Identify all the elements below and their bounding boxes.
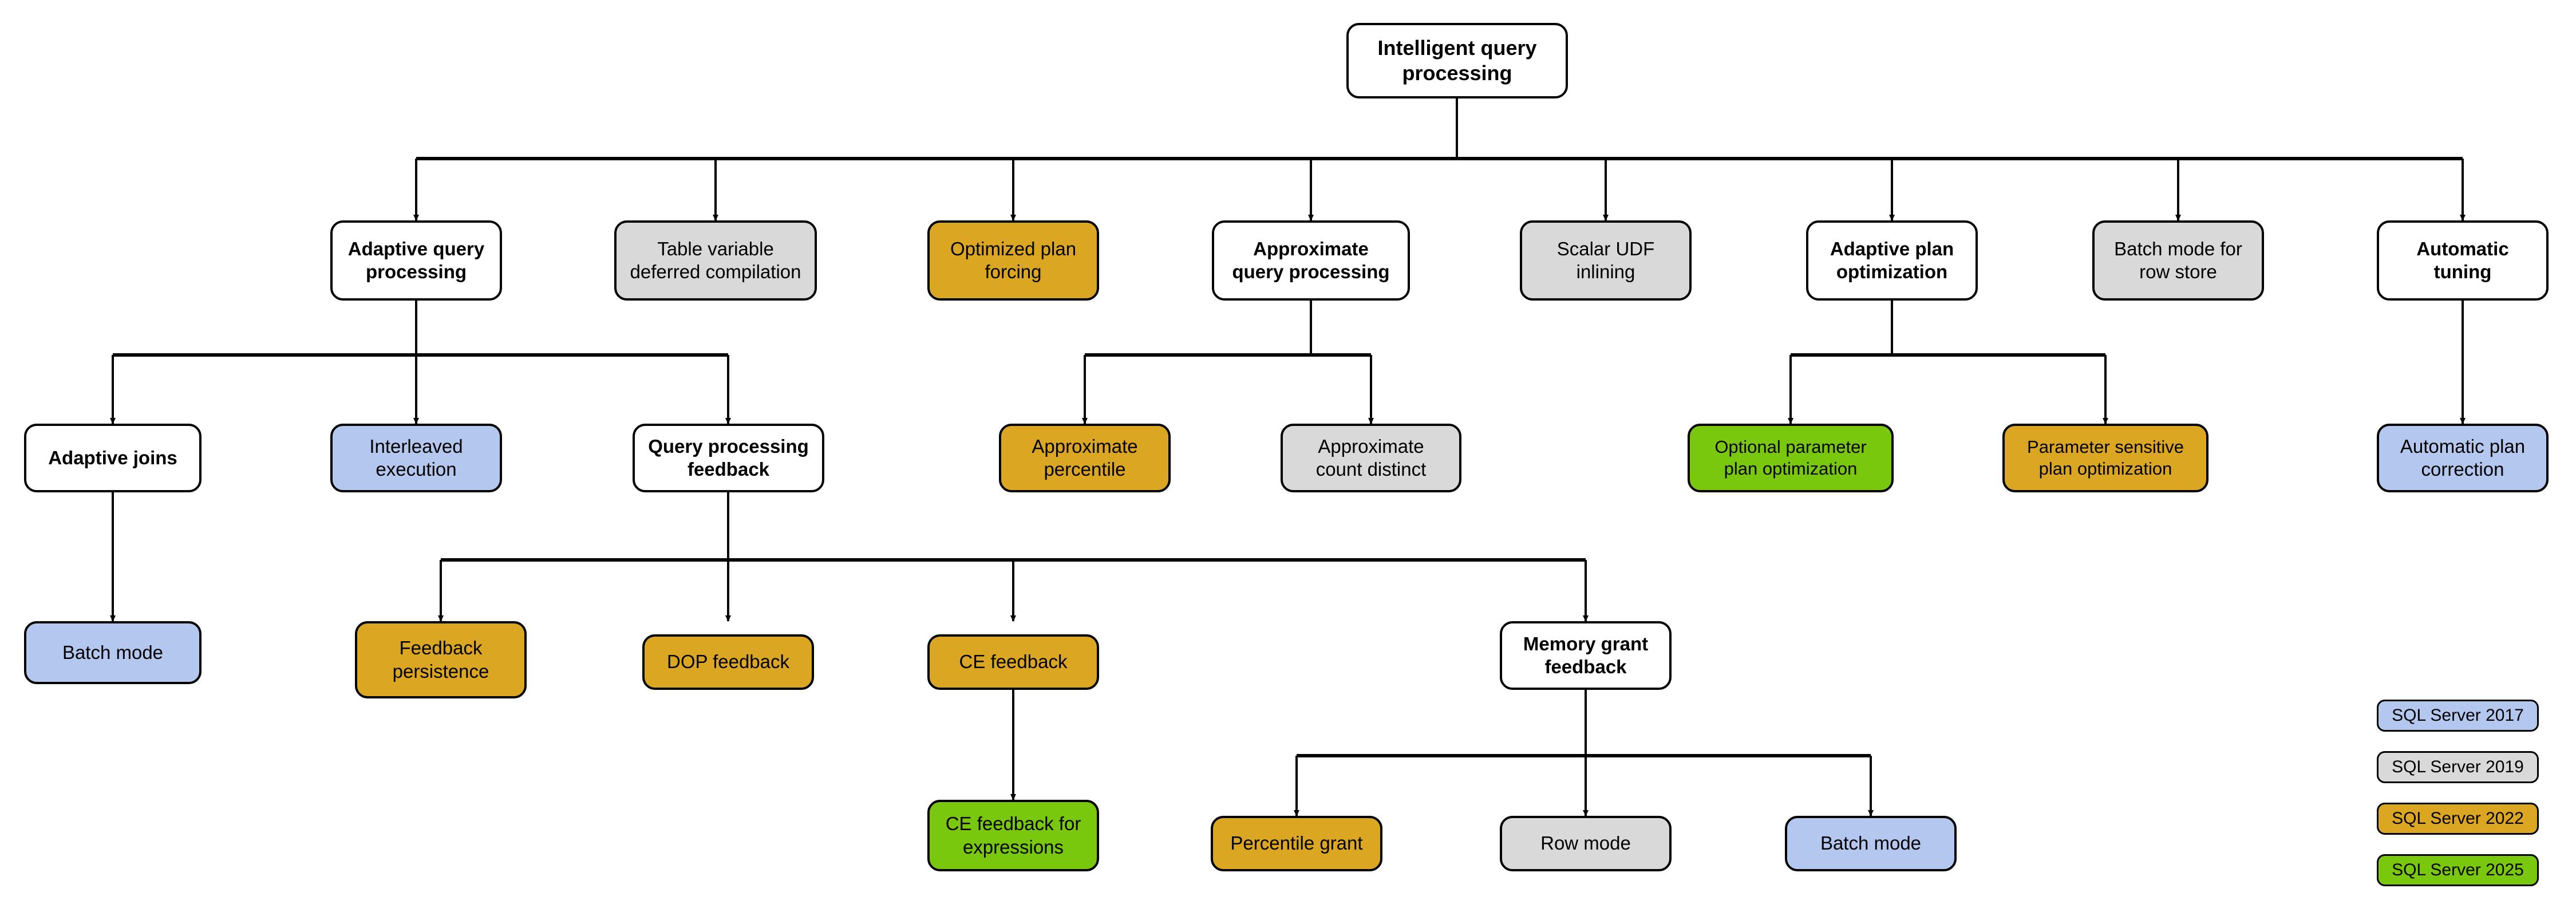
node-percentile-grant[interactable]: Percentile grant — [1211, 816, 1382, 871]
node-dop-feedback[interactable]: DOP feedback — [642, 634, 814, 690]
legend-item-sql-server-2022[interactable]: SQL Server 2022 — [2377, 803, 2539, 835]
node-label: CE feedback — [959, 651, 1068, 673]
node-label: DOP feedback — [666, 651, 790, 673]
node-label: Optional parameter plan optimization — [1714, 437, 1867, 479]
node-label: Parameter sensitive plan optimization — [2027, 437, 2184, 479]
node-batch-mode-for-row-store[interactable]: Batch mode for row store — [2092, 220, 2264, 301]
legend-item-sql-server-2019[interactable]: SQL Server 2019 — [2377, 751, 2539, 783]
node-label: Percentile grant — [1230, 832, 1363, 854]
node-memory-grant-feedback[interactable]: Memory grant feedback — [1500, 621, 1672, 690]
legend-label: SQL Server 2019 — [2392, 757, 2524, 776]
node-label: Approximate count distinct — [1315, 435, 1427, 480]
node-label: Automatic tuning — [2416, 238, 2509, 282]
node-approximate-query-processing[interactable]: Approximate query processing — [1212, 220, 1410, 301]
legend-item-sql-server-2025[interactable]: SQL Server 2025 — [2377, 854, 2539, 886]
node-optional-parameter-plan-optimization[interactable]: Optional parameter plan optimization — [1688, 424, 1894, 492]
node-ce-feedback-for-expressions[interactable]: CE feedback for expressions — [927, 800, 1099, 871]
node-label: Optimized plan forcing — [950, 238, 1077, 282]
legend-item-sql-server-2017[interactable]: SQL Server 2017 — [2377, 700, 2539, 732]
node-automatic-tuning[interactable]: Automatic tuning — [2377, 220, 2549, 301]
node-ce-feedback[interactable]: CE feedback — [927, 634, 1099, 690]
node-approximate-count-distinct[interactable]: Approximate count distinct — [1281, 424, 1461, 492]
node-label: Interleaved execution — [369, 435, 463, 480]
legend-label: SQL Server 2025 — [2392, 860, 2524, 879]
node-label: Adaptive plan optimization — [1830, 238, 1954, 282]
node-label: Query processing feedback — [648, 435, 809, 480]
node-label: Scalar UDF inlining — [1556, 238, 1655, 282]
node-query-processing-feedback[interactable]: Query processing feedback — [633, 424, 824, 492]
node-label: Batch mode — [62, 641, 164, 663]
node-label: Row mode — [1540, 832, 1631, 854]
node-label: Adaptive joins — [48, 447, 177, 468]
node-adaptive-joins[interactable]: Adaptive joins — [24, 424, 202, 492]
node-label: Feedback persistence — [392, 637, 489, 682]
node-batch-mode-memory-grant[interactable]: Batch mode — [1785, 816, 1957, 871]
node-approximate-percentile[interactable]: Approximate percentile — [999, 424, 1171, 492]
node-automatic-plan-correction[interactable]: Automatic plan correction — [2377, 424, 2549, 492]
node-label: Batch mode — [1820, 832, 1922, 854]
node-label: CE feedback for expressions — [945, 813, 1081, 858]
node-label: Memory grant feedback — [1523, 633, 1649, 677]
node-adaptive-query-processing[interactable]: Adaptive query processing — [330, 220, 502, 301]
node-row-mode[interactable]: Row mode — [1500, 816, 1672, 871]
node-optimized-plan-forcing[interactable]: Optimized plan forcing — [927, 220, 1099, 301]
node-adaptive-plan-optimization[interactable]: Adaptive plan optimization — [1806, 220, 1978, 301]
node-batch-mode-adaptive-joins[interactable]: Batch mode — [24, 621, 202, 684]
node-label: Intelligent query processing — [1377, 36, 1537, 85]
node-label: Automatic plan correction — [2400, 435, 2526, 480]
node-intelligent-query-processing[interactable]: Intelligent query processing — [1346, 23, 1568, 98]
node-scalar-udf-inlining[interactable]: Scalar UDF inlining — [1520, 220, 1692, 301]
legend-label: SQL Server 2017 — [2392, 706, 2524, 725]
node-interleaved-execution[interactable]: Interleaved execution — [330, 424, 502, 492]
node-label: Table variable deferred compilation — [630, 238, 801, 282]
node-parameter-sensitive-plan-optimization[interactable]: Parameter sensitive plan optimization — [2002, 424, 2208, 492]
node-label: Approximate query processing — [1232, 238, 1390, 282]
node-feedback-persistence[interactable]: Feedback persistence — [355, 621, 527, 698]
node-label: Batch mode for row store — [2114, 238, 2242, 282]
legend-label: SQL Server 2022 — [2392, 809, 2524, 828]
node-label: Adaptive query processing — [347, 238, 485, 282]
node-label: Approximate percentile — [1032, 435, 1138, 480]
node-table-variable-deferred-compilation[interactable]: Table variable deferred compilation — [614, 220, 817, 301]
